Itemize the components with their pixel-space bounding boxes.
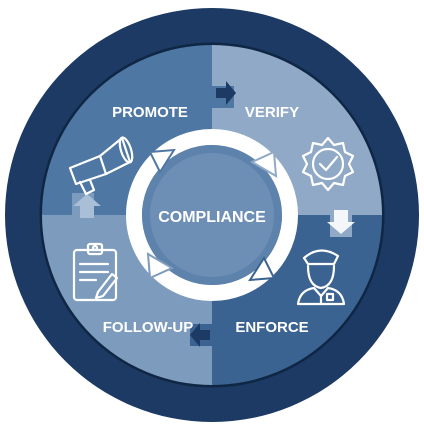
cycle-arrowhead-top-left bbox=[148, 148, 176, 175]
arrow-enforce-to-follow-up bbox=[190, 323, 210, 347]
officer-icon bbox=[296, 249, 346, 306]
center-label: COMPLIANCE bbox=[158, 209, 266, 226]
cycle-arrowhead-bottom-right bbox=[248, 255, 276, 282]
cycle-ring bbox=[126, 129, 298, 301]
verify-label: VERIFY bbox=[245, 104, 299, 121]
cycle-arrowhead-bottom-left bbox=[146, 252, 175, 280]
promote-label: PROMOTE bbox=[112, 104, 188, 121]
verified-seal-icon bbox=[301, 136, 355, 192]
follow-up-label: FOLLOW-UP bbox=[103, 319, 194, 336]
arrow-follow-up-to-promote bbox=[73, 194, 101, 218]
arrow-promote-to-verify bbox=[216, 81, 236, 105]
enforce-label: ENFORCE bbox=[235, 319, 308, 336]
center-circle-inner bbox=[150, 153, 274, 277]
outer-ring-edge bbox=[39, 42, 385, 388]
arrow-verify-to-enforce bbox=[327, 210, 355, 234]
megaphone-icon bbox=[68, 136, 134, 196]
cycle-arrowhead-top-right bbox=[249, 150, 278, 178]
clipboard-icon bbox=[72, 242, 119, 302]
